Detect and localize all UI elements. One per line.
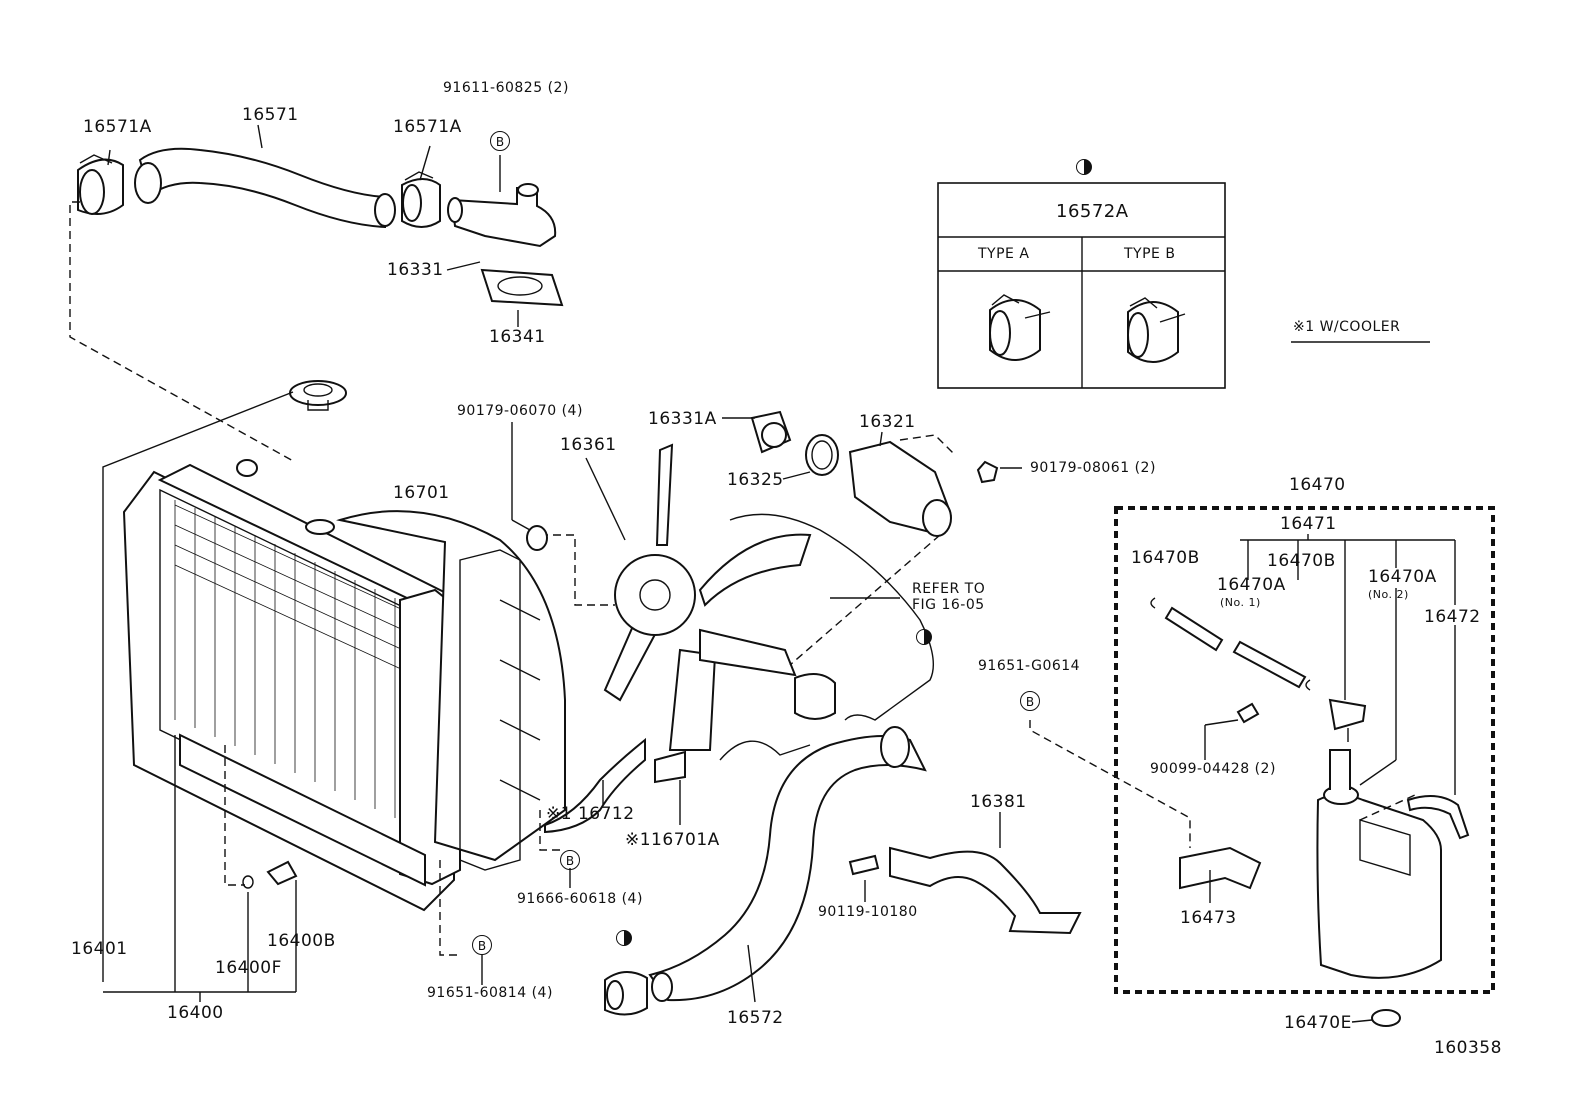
- part-16331a: 16331A: [648, 409, 717, 429]
- cooler-note: ※1 W/COOLER: [1293, 319, 1401, 335]
- bolt-marker-b: B: [472, 935, 492, 955]
- part-16471: 16471: [1280, 514, 1337, 534]
- part-16400: 16400: [167, 1003, 224, 1023]
- part-16470a-left: 16470A: [1217, 575, 1286, 595]
- part-16470e: 16470E: [1284, 1013, 1352, 1033]
- part-16331: 16331: [387, 260, 444, 280]
- part-16470b-right: 16470B: [1267, 551, 1336, 571]
- half-circle-icon: [914, 627, 934, 647]
- reservoir-group: [1150, 534, 1470, 1027]
- refer-line-2: FIG 16-05: [912, 597, 985, 613]
- part-90119: 90119-10180: [818, 904, 918, 920]
- part-16361: 16361: [560, 435, 617, 455]
- fan-shroud-icon: [336, 510, 566, 871]
- legend-title: 16572A: [1056, 201, 1129, 222]
- part-91666: 91666-60618 (4): [517, 891, 643, 907]
- type-a-clamp-icon: [989, 294, 1051, 361]
- lower-hose-icon: [604, 673, 927, 1016]
- part-91611: 91611-60825 (2): [443, 80, 569, 96]
- stay-bracket-icon: [848, 812, 1082, 935]
- part-91651-60814: 91651-60814 (4): [427, 985, 553, 1001]
- thermostat-group: [585, 410, 1022, 666]
- half-circle-icon: [614, 928, 634, 948]
- part-16712: ※1 16712: [546, 804, 635, 824]
- part-16470: 16470: [1289, 475, 1346, 495]
- half-circle-icon: [1074, 157, 1094, 177]
- part-16470a-right: 16470A: [1368, 567, 1437, 587]
- part-16571a-left: 16571A: [83, 117, 152, 137]
- part-16470b-left: 16470B: [1131, 548, 1200, 568]
- part-16473: 16473: [1180, 908, 1237, 928]
- part-90179-06070: 90179-06070 (4): [457, 403, 583, 419]
- part-16571: 16571: [242, 105, 299, 125]
- legend-type-b: TYPE B: [1124, 246, 1176, 262]
- part-16470a-right-no: (No. 2): [1368, 588, 1409, 601]
- part-16325: 16325: [727, 470, 784, 490]
- part-16341: 16341: [489, 327, 546, 347]
- part-16401: 16401: [71, 939, 128, 959]
- bolt-marker-b: B: [560, 850, 580, 870]
- part-16572: 16572: [727, 1008, 784, 1028]
- part-16400f: 16400F: [215, 958, 282, 978]
- cooling-fan-icon: [603, 443, 935, 761]
- diagram-id: 160358: [1434, 1038, 1502, 1058]
- legend-box: [937, 182, 1226, 389]
- part-91651-g0614: 91651-G0614: [978, 658, 1081, 674]
- part-16470a-left-no: (No. 1): [1220, 596, 1261, 609]
- part-16321: 16321: [859, 412, 916, 432]
- part-90179-08061: 90179-08061 (2): [1030, 460, 1156, 476]
- part-90099: 90099-04428 (2): [1150, 761, 1276, 777]
- type-b-clamp-icon: [1127, 297, 1186, 363]
- legend-type-a: TYPE A: [978, 246, 1030, 262]
- bolt-marker-b: B: [490, 131, 510, 151]
- part-16701: 16701: [393, 483, 450, 503]
- refer-line-1: REFER TO: [912, 581, 986, 597]
- part-16571a-right: 16571A: [393, 117, 462, 137]
- part-16472: 16472: [1424, 607, 1481, 627]
- part-16701a: ※116701A: [625, 830, 720, 850]
- bolt-marker-b: B: [1020, 691, 1040, 711]
- upper-hose-group: [77, 124, 564, 327]
- radiator-cap-icon: [289, 380, 347, 411]
- part-16381: 16381: [970, 792, 1027, 812]
- part-16400b: 16400B: [267, 931, 336, 951]
